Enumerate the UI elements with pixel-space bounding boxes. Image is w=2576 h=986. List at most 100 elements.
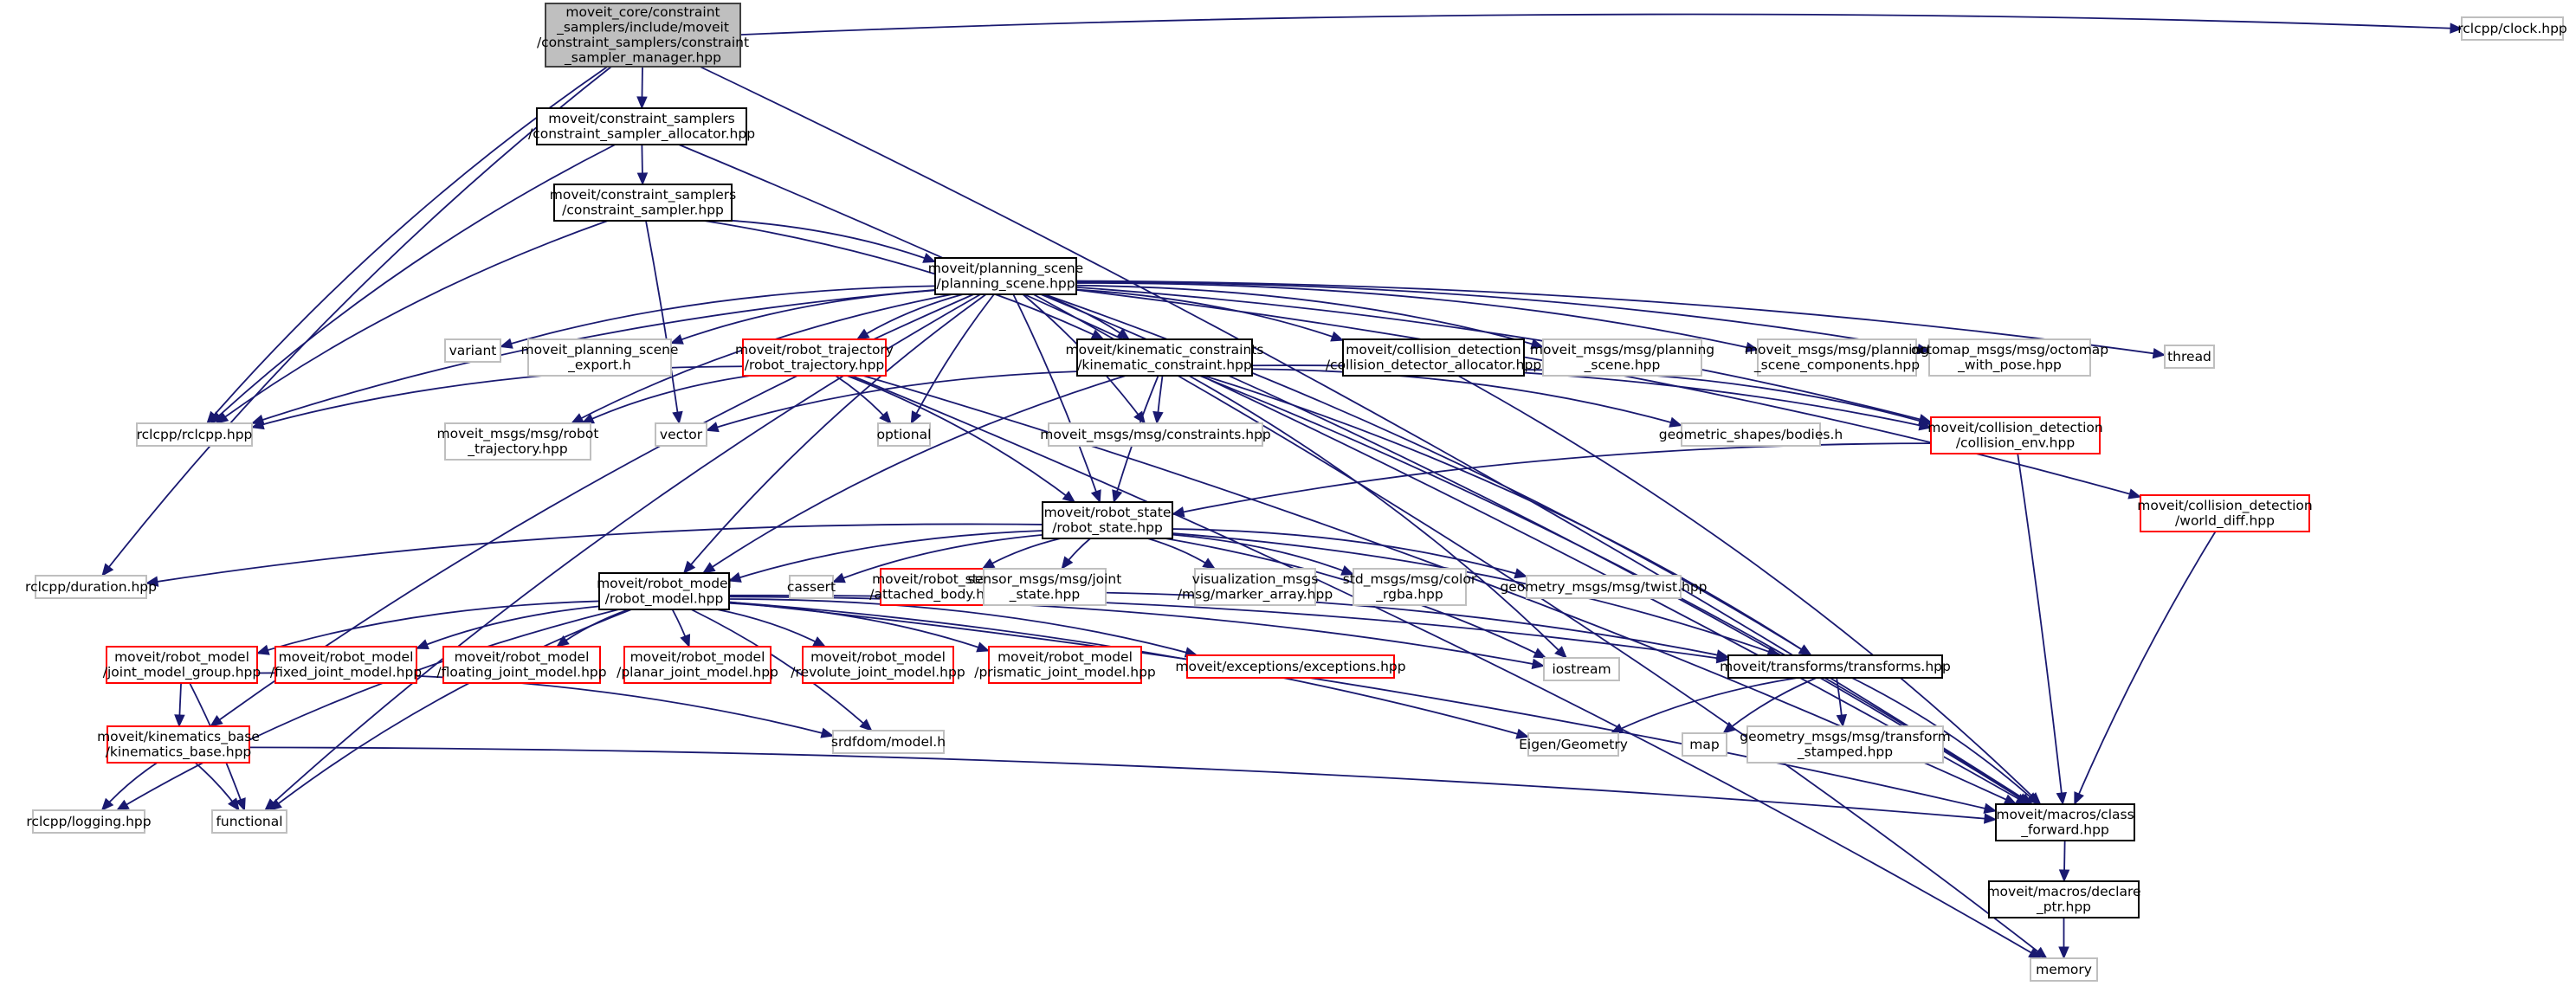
node-box[interactable] — [136, 422, 253, 447]
node-box[interactable] — [1186, 654, 1395, 679]
graph-node-mmpsc[interactable]: moveit_msgs/msg/planning_scene_component… — [1745, 338, 1929, 377]
graph-node-duration[interactable]: rclcpp/duration.hpp — [25, 575, 157, 599]
graph-node-mmrt[interactable]: moveit_msgs/msg/robot_trajectory.hpp — [437, 422, 599, 461]
node-box[interactable] — [742, 338, 887, 377]
graph-node-logging[interactable]: rclcpp/logging.hpp — [26, 809, 152, 834]
graph-node-marker[interactable]: visualization_msgs/msg/marker_array.hpp — [1178, 568, 1333, 606]
node-box[interactable] — [598, 572, 730, 610]
node-box[interactable] — [2461, 16, 2564, 41]
node-box[interactable] — [444, 422, 591, 461]
graph-node-thread[interactable]: thread — [2164, 345, 2215, 369]
graph-node-vector[interactable]: vector — [655, 422, 707, 447]
graph-node-color[interactable]: std_msgs/msg/color_rgba.hpp — [1343, 568, 1477, 606]
node-box[interactable] — [1542, 338, 1702, 377]
graph-node-cda[interactable]: moveit/collision_detection/collision_det… — [1326, 338, 1541, 377]
graph-node-mmps[interactable]: moveit_msgs/msg/planning_scene.hpp — [1530, 338, 1714, 377]
node-box[interactable] — [536, 107, 747, 145]
graph-node-planar[interactable]: moveit/robot_model/planar_joint_model.hp… — [617, 646, 778, 684]
graph-node-declptr[interactable]: moveit/macros/declare_ptr.hpp — [1986, 880, 2141, 918]
graph-node-functional[interactable]: functional — [211, 809, 287, 834]
node-box[interactable] — [545, 3, 741, 68]
node-box[interactable] — [442, 646, 601, 684]
node-box[interactable] — [2030, 957, 2098, 982]
node-box[interactable] — [2140, 494, 2310, 532]
graph-node-octo[interactable]: octomap_msgs/msg/octomap_with_pose.hpp — [1911, 338, 2108, 377]
node-box[interactable] — [274, 646, 417, 684]
node-box[interactable] — [1527, 732, 1619, 757]
node-box[interactable] — [1342, 338, 1525, 377]
node-box[interactable] — [107, 725, 250, 764]
graph-node-kb[interactable]: moveit/kinematics_base/kinematics_base.h… — [97, 725, 260, 764]
node-box[interactable] — [1727, 654, 1943, 679]
graph-node-transforms[interactable]: moveit/transforms/transforms.hpp — [1720, 654, 1951, 679]
graph-node-psexport[interactable]: moveit_planning_scene_export.h — [521, 338, 679, 377]
graph-node-jstate[interactable]: sensor_msgs/msg/joint_state.hpp — [968, 568, 1122, 606]
node-box[interactable] — [1194, 568, 1316, 606]
node-box[interactable] — [1757, 338, 1917, 377]
graph-node-prismatic[interactable]: moveit/robot_model/prismatic_joint_model… — [974, 646, 1156, 684]
graph-node-optional[interactable]: optional — [877, 422, 932, 447]
graph-node-cenv[interactable]: moveit/collision_detection/collision_env… — [1927, 416, 2103, 454]
graph-node-csa[interactable]: moveit/constraint_samplers/constraint_sa… — [528, 107, 755, 145]
graph-node-abody[interactable]: moveit/robot_state/attached_body.hpp — [869, 568, 1002, 606]
graph-node-exceptions[interactable]: moveit/exceptions/exceptions.hpp — [1175, 654, 1406, 679]
node-box[interactable] — [655, 422, 707, 447]
graph-node-cassert[interactable]: cassert — [787, 575, 836, 599]
graph-node-mmcons[interactable]: moveit_msgs/msg/constraints.hpp — [1040, 422, 1271, 447]
node-box[interactable] — [1526, 575, 1682, 599]
node-box[interactable] — [553, 184, 733, 222]
node-box[interactable] — [1930, 416, 2101, 454]
node-box[interactable] — [988, 646, 1142, 684]
node-box[interactable] — [527, 338, 672, 377]
graph-node-srdf[interactable]: srdfdom/model.h — [831, 730, 946, 754]
node-box[interactable] — [1543, 657, 1620, 681]
node-box[interactable] — [789, 575, 834, 599]
node-box[interactable] — [1076, 338, 1253, 377]
graph-node-cs[interactable]: moveit/constraint_samplers/constraint_sa… — [550, 184, 737, 222]
node-box[interactable] — [1042, 501, 1173, 539]
graph-node-kc[interactable]: moveit/kinematic_constraints/kinematic_c… — [1066, 338, 1264, 377]
node-box[interactable] — [35, 575, 147, 599]
node-box[interactable] — [1048, 422, 1263, 447]
graph-node-rm[interactable]: moveit/robot_model/robot_model.hpp — [597, 572, 732, 610]
graph-node-tfstamped[interactable]: geometry_msgs/msg/transform_stamped.hpp — [1740, 725, 1951, 764]
graph-node-wdiff[interactable]: moveit/collision_detection/world_diff.hp… — [2137, 494, 2313, 532]
graph-node-twist[interactable]: geometry_msgs/msg/twist.hpp — [1500, 575, 1708, 599]
graph-node-eigen[interactable]: Eigen/Geometry — [1519, 732, 1628, 757]
node-box[interactable] — [211, 809, 287, 834]
node-box[interactable] — [983, 568, 1107, 606]
node-box[interactable] — [880, 568, 991, 606]
node-box[interactable] — [444, 338, 501, 363]
graph-node-clock[interactable]: rclcpp/clock.hpp — [2457, 16, 2567, 41]
node-box[interactable] — [877, 422, 931, 447]
node-box[interactable] — [1988, 880, 2140, 918]
graph-node-floating[interactable]: moveit/robot_model/floating_joint_model.… — [436, 646, 607, 684]
graph-node-rclcpp[interactable]: rclcpp/rclcpp.hpp — [136, 422, 253, 447]
graph-node-map[interactable]: map — [1682, 732, 1727, 757]
graph-node-revolute[interactable]: moveit/robot_model/revolute_joint_model.… — [791, 646, 965, 684]
graph-node-iostream[interactable]: iostream — [1543, 657, 1620, 681]
graph-node-classfwd[interactable]: moveit/macros/class_forward.hpp — [1995, 803, 2135, 841]
node-box[interactable] — [802, 646, 954, 684]
node-box[interactable] — [32, 809, 145, 834]
node-box[interactable] — [2164, 345, 2215, 369]
node-box[interactable] — [106, 646, 258, 684]
node-box[interactable] — [1746, 725, 1944, 764]
graph-node-rs[interactable]: moveit/robot_state/robot_state.hpp — [1042, 501, 1173, 539]
node-box[interactable] — [623, 646, 772, 684]
graph-node-ps[interactable]: moveit/planning_scene/planning_scene.hpp — [928, 257, 1083, 295]
node-box[interactable] — [1995, 803, 2135, 841]
graph-node-jmg[interactable]: moveit/robot_model/joint_model_group.hpp — [103, 646, 261, 684]
node-box[interactable] — [832, 730, 945, 754]
node-box[interactable] — [1928, 338, 2091, 377]
node-box[interactable] — [1681, 422, 1821, 447]
node-box[interactable] — [934, 257, 1077, 295]
graph-node-rtraj[interactable]: moveit/robot_trajectory/robot_trajectory… — [735, 338, 894, 377]
graph-node-memory[interactable]: memory — [2030, 957, 2098, 982]
node-box[interactable] — [1353, 568, 1467, 606]
graph-node-variant[interactable]: variant — [444, 338, 501, 363]
graph-node-root[interactable]: moveit_core/constraint_samplers/include/… — [537, 3, 749, 68]
node-box[interactable] — [1682, 732, 1727, 757]
graph-node-bodies[interactable]: geometric_shapes/bodies.h — [1659, 422, 1843, 447]
graph-node-fixed[interactable]: moveit/robot_model/fixed_joint_model.hpp — [270, 646, 422, 684]
